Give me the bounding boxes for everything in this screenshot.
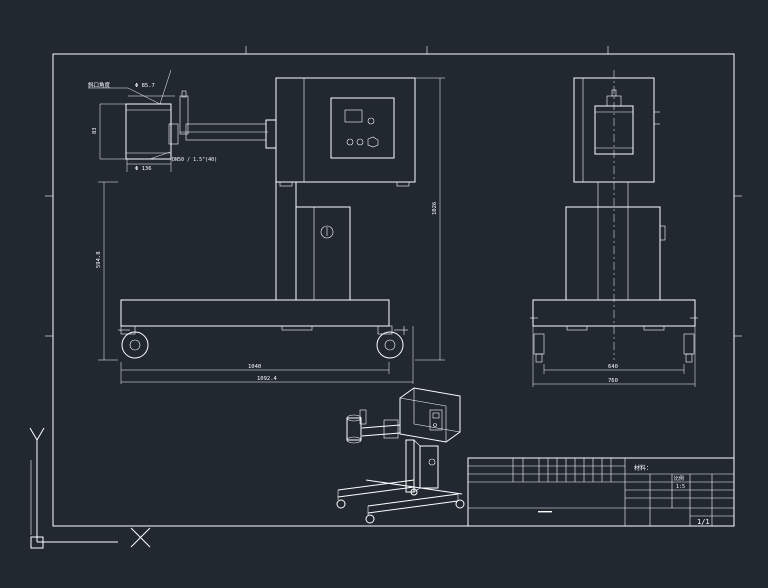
dim-base-height: 594.8 (96, 251, 102, 268)
scale-value: 1:5 (676, 484, 685, 490)
material-label: 材料： (634, 464, 652, 472)
front-view-dimensions: 斜口角度 Φ 85.7 83 Φ 136 DN50 / 1.5"(40) 102… (88, 69, 445, 384)
scale-header: 比例 (674, 475, 684, 482)
side-view-dimensions: 640 760 (532, 326, 696, 387)
ucs-axis-icon (29, 427, 151, 549)
dim-angle-note: 斜口角度 (88, 81, 111, 89)
dim-clamp-height: 83 (92, 127, 98, 134)
page-indicator: 1/1 (697, 518, 710, 526)
title-block: 材料： 比例 1:5 1/1 (467, 457, 735, 527)
side-view (530, 70, 698, 363)
dim-total-width: 1092.4 (257, 376, 278, 382)
dim-base-outer: 760 (608, 378, 618, 384)
dim-overall-height: 1026 (432, 202, 438, 215)
drawing-frame (45, 46, 742, 527)
dim-wheelbase: 1040 (248, 364, 261, 370)
dim-base-inner: 640 (608, 364, 618, 370)
dim-pipe-note: DN50 / 1.5"(40) (172, 157, 217, 163)
front-view (118, 77, 416, 359)
dim-clamp-width: Φ 136 (135, 166, 152, 172)
isometric-view (336, 387, 465, 524)
dim-diameter-top: Φ 85.7 (135, 83, 155, 89)
